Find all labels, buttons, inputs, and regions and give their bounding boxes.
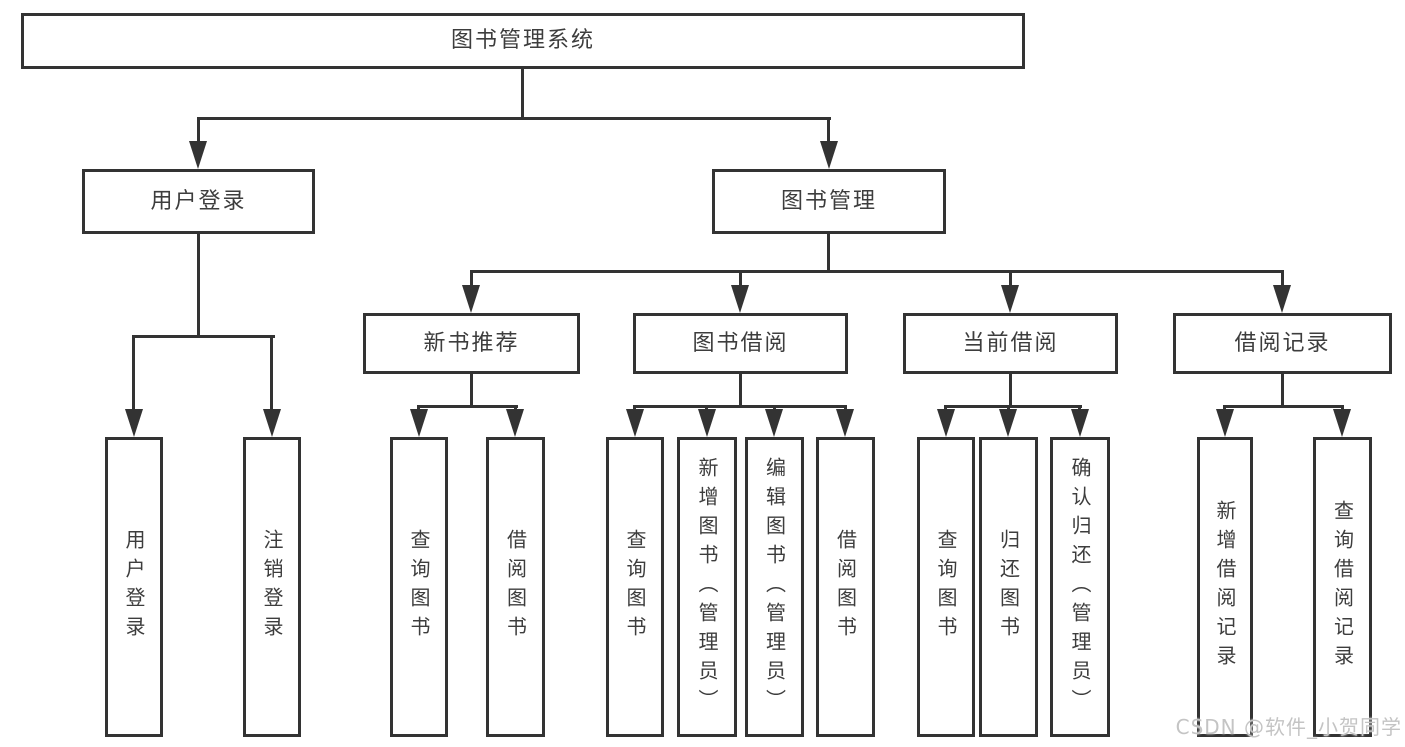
- arrow-down-icon: [462, 285, 480, 313]
- node-label: 图书借阅: [692, 330, 789, 356]
- arrow-down-icon: [1001, 285, 1019, 313]
- arrow-down-icon: [410, 409, 428, 437]
- arrow-down-icon: [189, 141, 207, 169]
- leaf-label: 归还图书: [996, 529, 1021, 645]
- leaf-label: 新增图书（管理员）: [695, 456, 719, 718]
- leaf-label: 编辑图书（管理员）: [762, 456, 787, 718]
- node-label: 用户登录: [150, 188, 247, 214]
- leaf-label: 查询图书: [623, 529, 647, 645]
- arrow-down-icon: [698, 409, 716, 437]
- connector-line: [739, 374, 742, 405]
- connector-line: [1009, 273, 1012, 287]
- node-label: 新书推荐: [423, 330, 520, 356]
- leaf-label: 查询图书: [407, 529, 431, 645]
- leaf-label: 查询借阅记录: [1330, 500, 1355, 674]
- arrow-down-icon: [263, 409, 281, 437]
- arrow-down-icon: [820, 141, 838, 169]
- leaf-label: 借阅图书: [503, 529, 528, 645]
- arrow-down-icon: [1071, 409, 1089, 437]
- connector-line: [470, 273, 473, 287]
- node-new-book-recommend: 新书推荐: [363, 313, 580, 374]
- arrow-down-icon: [125, 409, 143, 437]
- leaf-user-login: 用户登录: [105, 437, 163, 737]
- leaf-label: 新增借阅记录: [1213, 500, 1237, 674]
- leaf-borrow-book-recommend: 借阅图书: [486, 437, 545, 737]
- leaf-label: 注销登录: [260, 529, 284, 645]
- leaf-label: 确认归还（管理员）: [1068, 456, 1092, 718]
- arrow-down-icon: [1333, 409, 1351, 437]
- connector-line: [1223, 405, 1344, 408]
- arrow-down-icon: [836, 409, 854, 437]
- leaf-add-book-admin: 新增图书（管理员）: [677, 437, 737, 737]
- node-library-management-system: 图书管理系统: [21, 13, 1025, 69]
- arrow-down-icon: [1216, 409, 1234, 437]
- connector-line: [521, 68, 524, 117]
- leaf-query-book-borrow: 查询图书: [606, 437, 664, 737]
- node-user-login: 用户登录: [82, 169, 315, 234]
- leaf-confirm-return-admin: 确认归还（管理员）: [1050, 437, 1110, 737]
- connector-line: [1009, 374, 1012, 405]
- arrow-down-icon: [937, 409, 955, 437]
- arrow-down-icon: [506, 409, 524, 437]
- leaf-borrow-book: 借阅图书: [816, 437, 875, 737]
- connector-line: [270, 338, 273, 410]
- leaf-label: 用户登录: [122, 529, 146, 645]
- connector-line: [470, 374, 473, 405]
- connector-line: [827, 120, 830, 145]
- leaf-add-borrow-record: 新增借阅记录: [1197, 437, 1253, 737]
- leaf-return-book: 归还图书: [979, 437, 1038, 737]
- arrow-down-icon: [1273, 285, 1291, 313]
- connector-line: [132, 338, 135, 410]
- csdn-watermark: CSDN @软件_小贺同学: [1175, 715, 1402, 739]
- connector-line: [827, 234, 830, 270]
- connector-line: [197, 234, 200, 335]
- connector-line: [197, 120, 200, 145]
- arrow-down-icon: [765, 409, 783, 437]
- connector-line: [132, 335, 275, 338]
- node-label: 借阅记录: [1234, 330, 1331, 356]
- leaf-label: 借阅图书: [833, 529, 858, 645]
- arrow-down-icon: [999, 409, 1017, 437]
- node-book-management: 图书管理: [712, 169, 946, 234]
- node-book-borrow: 图书借阅: [633, 313, 848, 374]
- connector-line: [633, 405, 847, 408]
- node-label: 图书管理系统: [450, 28, 595, 53]
- leaf-query-borrow-record: 查询借阅记录: [1313, 437, 1372, 737]
- connector-line: [417, 405, 518, 408]
- connector-line: [739, 273, 742, 287]
- connector-line: [1281, 374, 1284, 405]
- leaf-label: 查询图书: [934, 529, 958, 645]
- node-current-borrow: 当前借阅: [903, 313, 1118, 374]
- node-label: 图书管理: [780, 188, 877, 214]
- leaf-edit-book-admin: 编辑图书（管理员）: [745, 437, 804, 737]
- node-label: 当前借阅: [962, 330, 1059, 356]
- node-borrow-records: 借阅记录: [1173, 313, 1392, 374]
- leaf-logout: 注销登录: [243, 437, 301, 737]
- connector-line: [1281, 273, 1284, 287]
- connector-line: [944, 405, 1082, 408]
- arrow-down-icon: [626, 409, 644, 437]
- connector-line: [197, 117, 831, 120]
- leaf-query-book-current: 查询图书: [917, 437, 975, 737]
- connector-line: [470, 270, 1284, 273]
- leaf-query-book-recommend: 查询图书: [390, 437, 448, 737]
- arrow-down-icon: [731, 285, 749, 313]
